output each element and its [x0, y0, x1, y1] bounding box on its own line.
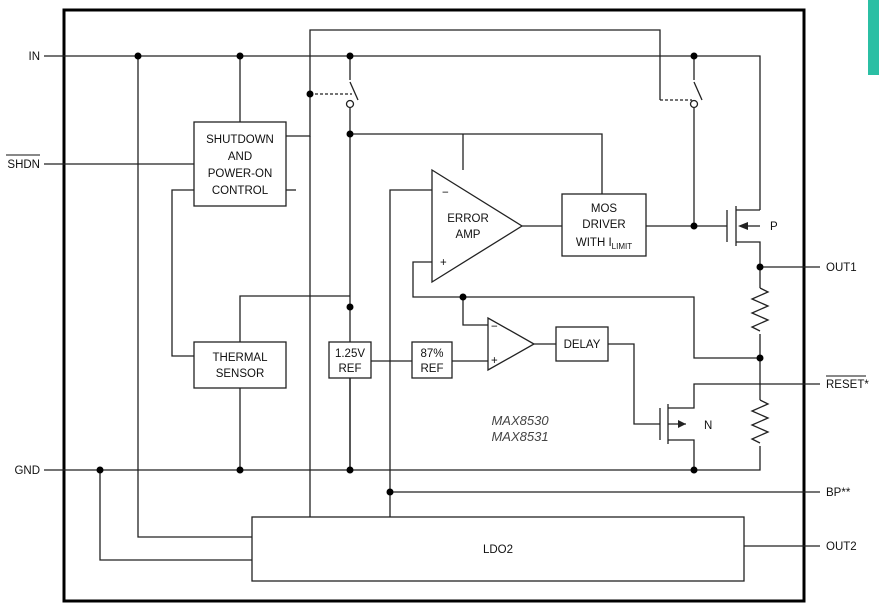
error-amp-plus: + [440, 257, 447, 269]
pin-out1-label: OUT1 [826, 262, 857, 274]
pin-gnd-label: GND [14, 465, 40, 477]
thermal-label-1: THERMAL [213, 352, 269, 364]
shutdown-label-2: AND [228, 151, 252, 163]
thermal-label-2: SENSOR [216, 368, 265, 380]
pin-out2-label: OUT2 [826, 541, 857, 553]
mos-driver-label-2: DRIVER [582, 219, 625, 231]
thermal-sensor-block: THERMAL SENSOR [193, 341, 287, 389]
ldo2-block: LDO2 [251, 516, 745, 582]
part-number-1: MAX8530 [491, 413, 549, 428]
comparator-plus: + [491, 355, 498, 367]
pin-bp-label: BP** [826, 487, 851, 499]
delay-label: DELAY [564, 339, 601, 351]
ref-87-block: 87% REF [411, 341, 453, 379]
ref-1-25v-block: 1.25V REF [328, 341, 372, 379]
error-amp-minus: − [442, 187, 449, 199]
pin-shdn-label: SHDN [7, 159, 40, 171]
shutdown-label-4: CONTROL [212, 185, 269, 197]
part-number-2: MAX8531 [491, 429, 548, 444]
switch-1-contact [345, 99, 355, 109]
comparator-minus: − [491, 321, 498, 333]
ref-87-label-2: REF [421, 363, 444, 375]
mos-driver-block: MOS DRIVER WITH ILIMIT [561, 193, 647, 257]
ref-87-label-1: 87% [420, 348, 443, 360]
mos-driver-label-1: MOS [591, 203, 618, 215]
junction-dots [96, 52, 764, 496]
ldo2-label: LDO2 [483, 544, 513, 556]
ref-1-25v-label-2: REF [339, 363, 362, 375]
wires [44, 29, 820, 561]
n-channel-label: N [704, 420, 712, 432]
switch-2-contact [689, 99, 699, 109]
mos-driver-label-3: WITH ILIMIT [576, 237, 632, 251]
error-amp-label-1: ERROR [447, 213, 489, 225]
p-channel-label: P [770, 221, 778, 233]
delay-block: DELAY [555, 326, 609, 362]
shutdown-label-3: POWER-ON [208, 168, 273, 180]
pin-reset-label: RESET* [826, 379, 869, 391]
pin-in-label: IN [29, 51, 41, 63]
shutdown-label-1: SHUTDOWN [206, 134, 274, 146]
error-amp-label-2: AMP [456, 229, 481, 241]
comparator: − + [487, 316, 536, 372]
ref-1-25v-label-1: 1.25V [335, 348, 365, 360]
shutdown-control-block: SHUTDOWN AND POWER-ON CONTROL [193, 121, 287, 207]
accent-bar [868, 0, 879, 75]
error-amp: − + ERROR AMP [431, 168, 524, 284]
ic-boundary [62, 8, 806, 603]
